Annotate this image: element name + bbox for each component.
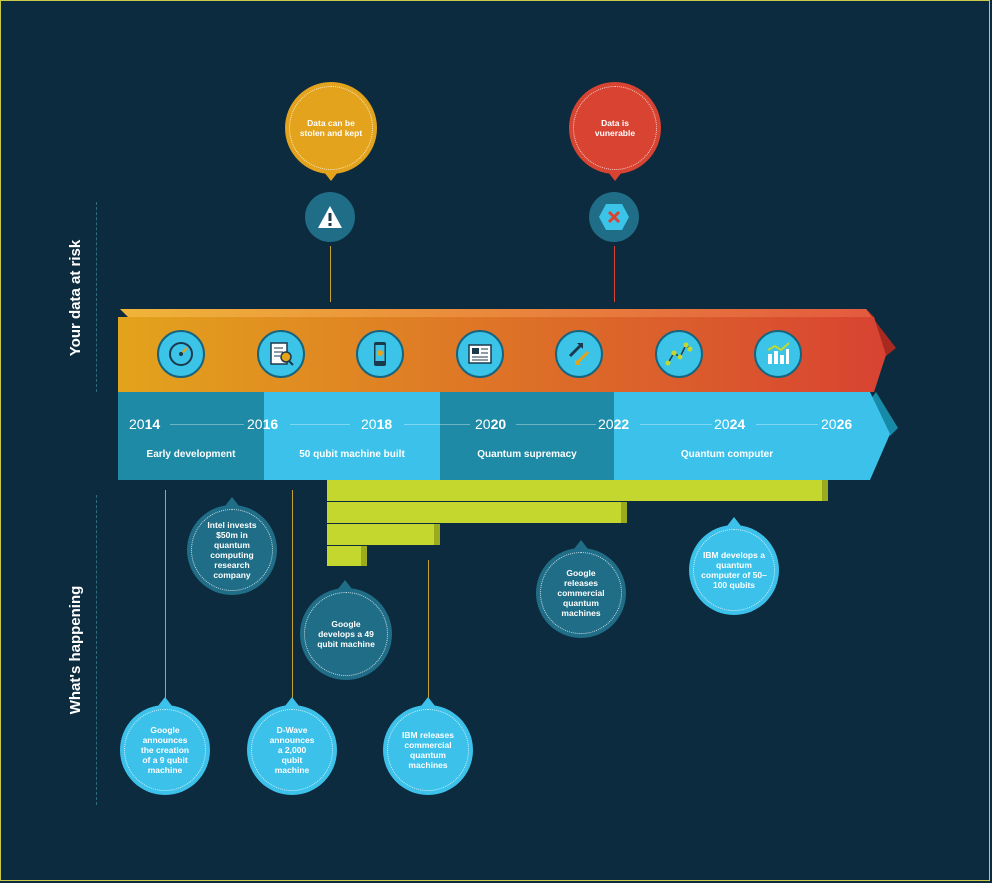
- timeline-icon-gauge: [157, 330, 205, 378]
- year-connector: [404, 424, 470, 425]
- year-2016: 2016: [247, 416, 279, 432]
- year-2018: 2018: [361, 416, 393, 432]
- event-pointer: [338, 580, 352, 589]
- bubble-ring: [251, 709, 333, 791]
- risk-bubble-stolen: Data can be stolen and kept: [285, 82, 377, 174]
- event-text: Google releases commercial quantum machi…: [557, 568, 605, 618]
- year-2024: 2024: [714, 416, 746, 432]
- risk-bubble-vulnerable: Data is vunerable: [569, 82, 661, 174]
- bubble-ring: [124, 709, 206, 791]
- event-pointer: [421, 697, 435, 706]
- timeline-icon-bar-chart: [754, 330, 802, 378]
- progress-bar-row-2-edge: [621, 502, 627, 523]
- risk-connector-line: [614, 246, 615, 302]
- bubble-ring: [289, 86, 373, 170]
- timeline-icon-newspaper: [456, 330, 504, 378]
- happening-section-divider: [96, 495, 97, 805]
- timeline-icon-arrows: [555, 330, 603, 378]
- event-bubble-google-9: Google announces the creation of a 9 qub…: [120, 705, 210, 795]
- risk-bubble-pointer: [608, 172, 622, 181]
- close-icon: [599, 204, 629, 230]
- event-bubble-google-49: Google develops a 49 qubit machine: [300, 588, 392, 680]
- progress-bar-row-2: [327, 502, 621, 523]
- event-bubble-google-commercial: Google releases commercial quantum machi…: [536, 548, 626, 638]
- event-bubble-intel: Intel invests $50m in quantum computing …: [187, 505, 277, 595]
- event-text: IBM releases commercial quantum machines: [402, 730, 454, 770]
- event-pointer: [225, 497, 239, 506]
- progress-bar-row-3: [327, 524, 434, 545]
- bubble-ring: [540, 552, 622, 634]
- document-search-icon: [270, 342, 294, 366]
- event-bubble-dwave: D-Wave announces a 2,000 qubit machine: [247, 705, 337, 795]
- year-connector: [516, 424, 596, 425]
- progress-bar-row-3-edge: [434, 524, 440, 545]
- event-text: D-Wave announces a 2,000 qubit machine: [269, 725, 315, 775]
- close-icon-badge: [589, 192, 639, 242]
- year-2026: 2026: [821, 416, 853, 432]
- risk-bubble-text: Data can be stolen and kept: [299, 118, 363, 138]
- period-label-quantum-supremacy: Quantum supremacy: [477, 449, 577, 460]
- timeline-icon-network: [655, 330, 703, 378]
- progress-bar-row-4-edge: [361, 546, 367, 566]
- bubble-ring: [191, 509, 273, 591]
- risk-connector-line: [330, 246, 331, 302]
- event-pointer: [574, 540, 588, 549]
- warning-icon: [318, 206, 342, 228]
- period-label-early-development: Early development: [146, 449, 236, 460]
- year-2022: 2022: [598, 416, 630, 432]
- period-label-quantum-computer: Quantum computer: [680, 449, 774, 460]
- year-2020: 2020: [475, 416, 507, 432]
- timeline-icon-phone: [356, 330, 404, 378]
- event-bubble-ibm-develops: IBM develops a quantum computer of 50–10…: [689, 525, 779, 615]
- bubble-ring: [304, 592, 388, 676]
- progress-bar-row-1-edge: [822, 480, 828, 501]
- period-label-50-qubit: 50 qubit machine built: [299, 449, 405, 460]
- event-text: Intel invests $50m in quantum computing …: [207, 520, 257, 580]
- event-text: Google develops a 49 qubit machine: [317, 619, 375, 649]
- arrows-icon: [568, 343, 590, 365]
- period-segment-supremacy: [440, 392, 614, 480]
- period-segment-early: [118, 392, 264, 480]
- year-connector: [290, 424, 350, 425]
- progress-bar-row-1: [327, 480, 822, 501]
- year-2014: 2014: [129, 416, 161, 432]
- event-connector-line: [292, 490, 293, 698]
- gauge-icon: [169, 342, 193, 366]
- bubble-ring: [693, 529, 775, 611]
- year-connector: [640, 424, 712, 425]
- event-text: IBM develops a quantum computer of 50–10…: [701, 550, 767, 590]
- event-connector-line: [428, 560, 429, 698]
- year-connector: [756, 424, 818, 425]
- warning-icon-badge: [305, 192, 355, 242]
- event-connector-line: [165, 490, 166, 698]
- event-pointer: [727, 517, 741, 526]
- newspaper-icon: [468, 344, 492, 364]
- bubble-ring: [387, 709, 469, 791]
- risk-bubble-pointer: [324, 172, 338, 181]
- bubble-ring: [573, 86, 657, 170]
- risk-section-divider: [96, 202, 97, 392]
- event-pointer: [285, 697, 299, 706]
- phone-icon: [374, 342, 386, 366]
- risk-bubble-text: Data is vunerable: [594, 118, 636, 138]
- network-icon: [665, 342, 693, 366]
- event-bubble-ibm-releases: IBM releases commercial quantum machines: [383, 705, 473, 795]
- timeline-icon-document: [257, 330, 305, 378]
- event-pointer: [158, 697, 172, 706]
- event-text: Google announces the creation of a 9 qub…: [140, 725, 190, 775]
- year-connector: [170, 424, 244, 425]
- progress-bar-row-4: [327, 546, 361, 566]
- bar-chart-icon: [767, 342, 790, 364]
